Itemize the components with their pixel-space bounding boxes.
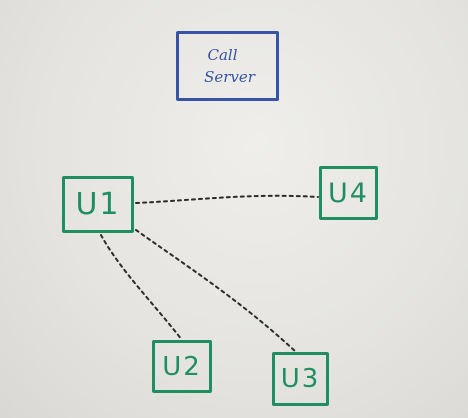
user-u2-box: U2 (152, 340, 212, 393)
call-server-label-line2: Server (204, 68, 255, 86)
user-u1-label: U1 (75, 187, 121, 222)
user-u3-label: U3 (280, 364, 321, 394)
user-u4-box: U4 (319, 166, 378, 220)
user-u3-box: U3 (272, 352, 329, 406)
connection-u1-u4 (135, 194, 319, 204)
call-server-label-line1: Call (207, 46, 238, 64)
user-u1-box: U1 (62, 176, 134, 233)
user-u2-label: U2 (162, 351, 202, 382)
call-server-box: Call Server (176, 31, 279, 101)
connection-u1-u2 (100, 234, 183, 341)
connection-u1-u3 (135, 229, 297, 353)
user-u4-label: U4 (328, 177, 369, 209)
